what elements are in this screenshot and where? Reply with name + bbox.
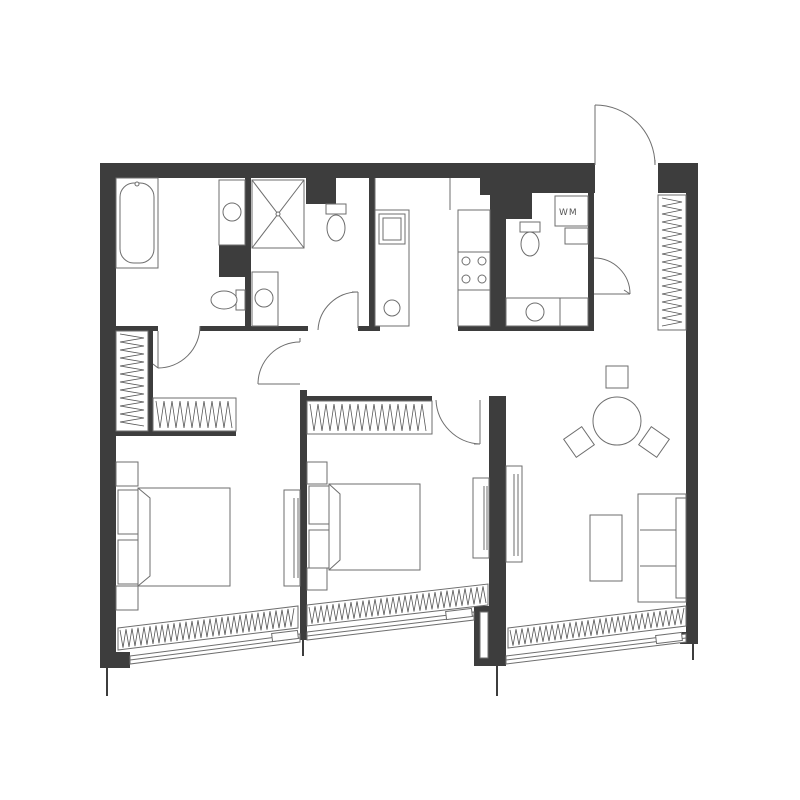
nightstand-2b — [306, 567, 328, 591]
living-room — [505, 365, 687, 603]
left-wall — [100, 163, 116, 668]
nightstand-2a — [306, 461, 328, 485]
cooktop — [457, 251, 491, 291]
washing-machine-label: WM — [559, 208, 578, 218]
wc-counter — [505, 297, 589, 327]
post-4 — [692, 644, 694, 660]
sink-3 — [525, 302, 545, 322]
post-2 — [302, 640, 304, 656]
bottom-left-corner — [100, 652, 130, 668]
bedroom2-top-wall — [300, 396, 432, 401]
post-1 — [106, 668, 108, 696]
kitchen-wall-v — [490, 178, 506, 330]
kitchen-bottom-wall — [458, 326, 506, 331]
windows — [129, 607, 687, 665]
bedroom1-top-wall — [116, 431, 236, 436]
bedroom-2 — [306, 461, 490, 591]
toilet-1-bowl — [210, 290, 238, 310]
interior-walls — [116, 178, 594, 666]
shaft-2 — [306, 178, 336, 204]
bath-bottom-wall-2 — [358, 326, 380, 331]
chair-top — [605, 365, 629, 389]
wc-bottom-wall — [506, 326, 594, 331]
tv-console-2 — [472, 477, 490, 559]
hall-wall-top — [116, 326, 158, 331]
burner-2 — [477, 256, 487, 266]
dishwasher-dial — [383, 299, 401, 317]
sink-1 — [222, 202, 242, 222]
chair-right — [637, 425, 671, 459]
shaft-1 — [219, 245, 245, 277]
sink-2 — [254, 288, 274, 308]
toilet-2-bowl — [326, 214, 346, 242]
entrance-door — [594, 104, 656, 166]
pillow-2a — [308, 485, 330, 525]
bed-1 — [137, 487, 231, 587]
toilet-2-tank — [325, 203, 347, 215]
facade-posts — [106, 640, 694, 696]
wardrobes — [115, 194, 687, 435]
pillow-1b — [117, 539, 139, 585]
wc-wall-v — [588, 193, 594, 331]
window-frame-3 — [655, 631, 683, 645]
hall-doors — [152, 325, 481, 445]
living-divider — [489, 396, 506, 658]
divider-base — [474, 606, 506, 666]
burner-4 — [477, 274, 487, 284]
hall-wall-v — [148, 326, 153, 431]
chair-left — [562, 425, 596, 459]
top-wall-left — [100, 163, 480, 178]
coffee-table — [589, 514, 623, 582]
kitchen-sink-basin — [382, 217, 402, 241]
washing-machine — [554, 195, 589, 227]
bath-wall-v2 — [369, 178, 375, 330]
bedroom-divider — [300, 390, 307, 640]
desk-1 — [283, 489, 301, 587]
nightstand-1b — [115, 585, 139, 611]
window-frame-2 — [271, 629, 299, 643]
top-wall-right — [512, 163, 595, 193]
divider-base-inner — [479, 611, 489, 659]
outer-walls — [100, 163, 698, 668]
wc-shelf — [564, 227, 589, 245]
burner-1 — [461, 256, 471, 266]
window-frame-1 — [445, 607, 473, 621]
post-3 — [496, 664, 498, 696]
toilet-3-bowl — [520, 231, 540, 257]
kitchen — [374, 178, 491, 327]
bath-bottom-wall — [200, 326, 308, 331]
pillow-2b — [308, 529, 330, 569]
dining-table — [592, 396, 642, 446]
toilet-3-tank — [519, 221, 541, 233]
bathroom-main — [115, 177, 359, 331]
bath-wall-v1 — [245, 178, 251, 328]
pillow-1a — [117, 489, 139, 535]
bathtub-inner — [119, 182, 155, 264]
bedroom-1 — [115, 461, 301, 611]
radiators — [117, 583, 687, 651]
bed-2 — [328, 483, 421, 571]
wc-laundry: WM — [505, 195, 631, 327]
bathtub-drain — [134, 181, 140, 187]
nightstand-1a — [115, 461, 139, 487]
right-wall — [686, 163, 698, 641]
shaft-3 — [506, 193, 532, 219]
sofa-back — [675, 497, 687, 599]
burner-3 — [461, 274, 471, 284]
